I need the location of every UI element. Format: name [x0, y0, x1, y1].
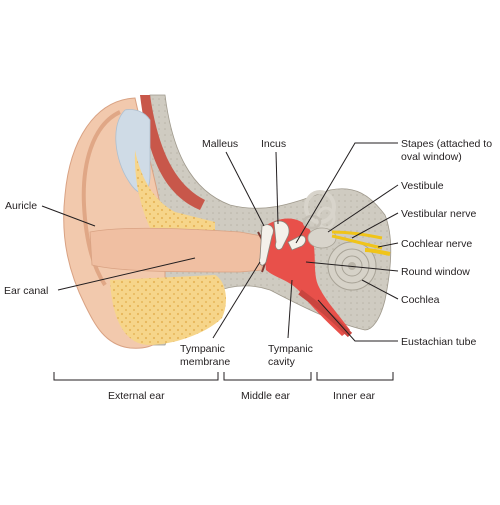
label-tympanic-cavity-2: cavity — [268, 356, 296, 368]
fat-upper — [134, 150, 215, 232]
label-vestibular-nerve: Vestibular nerve — [401, 208, 476, 220]
vestibular-nerve-shape — [331, 230, 383, 250]
middle-ear-cavity — [262, 218, 350, 336]
section-middle-ear: Middle ear — [241, 390, 291, 402]
label-eustachian-tube: Eustachian tube — [401, 336, 476, 348]
label-tympanic-cavity-1: Tympanic — [268, 343, 313, 355]
malleus-shape — [259, 224, 274, 266]
label-cochlear-nerve: Cochlear nerve — [401, 238, 472, 250]
scalp-layer — [140, 95, 205, 210]
label-stapes-2: oval window) — [401, 151, 462, 163]
section-external-ear: External ear — [108, 390, 165, 402]
label-vestibule: Vestibule — [401, 180, 444, 192]
incus-shape — [273, 220, 290, 250]
leader-lines — [41, 142, 399, 342]
label-stapes-1: Stapes (attached to — [401, 138, 492, 150]
section-inner-ear: Inner ear — [333, 390, 376, 402]
ear-canal-shape — [89, 227, 263, 273]
auricle-fold — [81, 110, 121, 287]
section-brackets — [53, 372, 394, 381]
label-tympanic-membrane-2: membrane — [180, 356, 230, 368]
label-tympanic-membrane-1: Tympanic — [180, 343, 225, 355]
cochlear-nerve-shape — [364, 248, 391, 256]
label-cochlea: Cochlea — [401, 294, 440, 306]
label-round-window: Round window — [401, 266, 470, 278]
label-malleus: Malleus — [202, 138, 238, 150]
fat-lower — [110, 275, 226, 345]
label-incus: Incus — [261, 138, 286, 150]
label-auricle: Auricle — [5, 200, 37, 212]
vestibule-shape — [307, 227, 337, 249]
label-ear-canal: Ear canal — [4, 285, 48, 297]
